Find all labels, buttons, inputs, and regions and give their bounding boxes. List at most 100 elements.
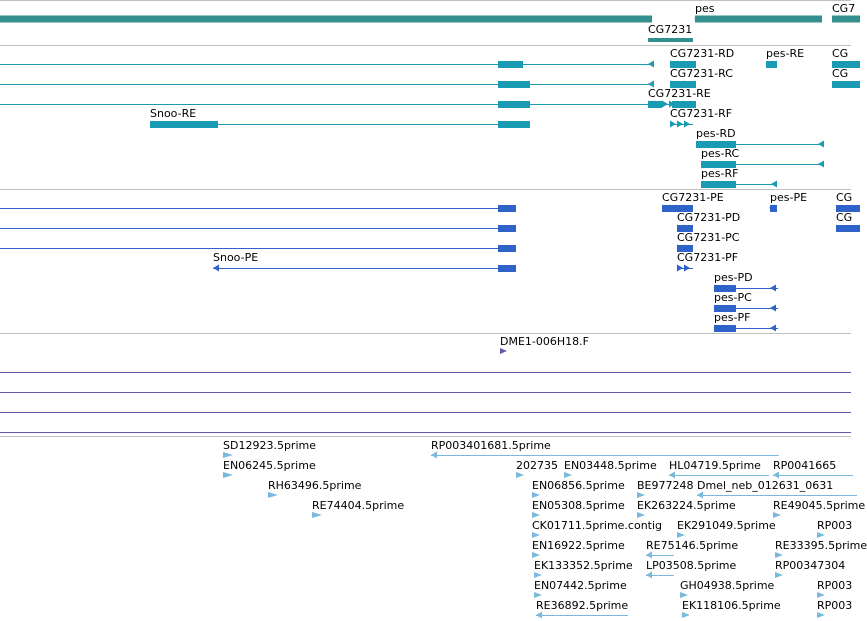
read-marker[interactable] [775, 552, 783, 558]
read-marker[interactable] [223, 472, 233, 478]
exon-block[interactable] [498, 121, 530, 128]
strand-arrow-icon [646, 551, 652, 559]
exon-block[interactable] [498, 81, 530, 88]
cds-label: CG [836, 211, 853, 224]
cds-label: Snoo-PE [213, 251, 259, 264]
cds-label: CG7231-PC [677, 231, 740, 244]
cds-label: pes-PD [714, 271, 753, 284]
read-label: BE977248 [637, 479, 694, 492]
read-marker[interactable] [223, 452, 233, 458]
strand-arrow-icon [669, 471, 675, 479]
read-marker[interactable] [516, 472, 524, 478]
cds-block[interactable] [836, 225, 860, 232]
exon-block[interactable] [670, 81, 696, 88]
strand-arrow-icon [676, 100, 682, 108]
cds-label: CG7231-PD [677, 211, 741, 224]
exon-block[interactable] [832, 61, 860, 68]
strand-arrow-icon [818, 140, 824, 148]
strand-arrow-icon [669, 100, 675, 108]
gene-bar[interactable] [695, 15, 822, 23]
read-label: SD12923.5prime [223, 439, 316, 452]
strand-arrow-icon [770, 284, 776, 292]
read-label: LP03508.5prime [646, 559, 737, 572]
strand-arrow-icon [818, 160, 824, 168]
read-marker[interactable] [677, 532, 685, 538]
cds-block[interactable] [498, 205, 516, 212]
strand-arrow-icon [684, 264, 690, 272]
exon-block[interactable] [670, 61, 696, 68]
strand-arrow-icon [770, 304, 776, 312]
read-marker[interactable] [817, 592, 825, 598]
gene-bar[interactable] [648, 38, 693, 42]
read-label: EN07442.5prime [534, 579, 627, 592]
exon-block[interactable] [498, 61, 523, 68]
read-marker[interactable] [637, 492, 645, 498]
strand-arrow-icon [771, 180, 777, 188]
read-marker[interactable] [682, 612, 690, 618]
cds-block[interactable] [498, 245, 516, 252]
strand-arrow-icon [670, 120, 676, 128]
exon-block[interactable] [701, 181, 736, 188]
cds-label: pes-PF [714, 311, 751, 324]
strand-arrow-icon [770, 324, 776, 332]
read-label: RE36892.5prime [536, 599, 629, 612]
strand-arrow-icon [648, 80, 654, 88]
exon-block[interactable] [766, 61, 777, 68]
strand-arrow-icon [684, 244, 690, 252]
read-marker[interactable] [817, 612, 825, 618]
read-marker[interactable] [532, 492, 540, 498]
strand-arrow-icon [677, 80, 683, 88]
read-label: RP003401681.5prime [431, 439, 551, 452]
read-marker[interactable] [773, 512, 781, 518]
strand-arrow-icon [694, 15, 700, 23]
cds-block[interactable] [714, 305, 736, 312]
read-marker[interactable] [637, 512, 645, 518]
cds-block[interactable] [498, 225, 516, 232]
gene-label: CG7231 [648, 23, 693, 36]
strand-arrow-icon [662, 204, 668, 212]
exon-block[interactable] [150, 121, 218, 128]
transcript-label: CG7231-RE [648, 87, 711, 100]
read-marker[interactable] [532, 512, 540, 518]
cds-label: CG [836, 191, 853, 204]
est-marker[interactable] [500, 348, 507, 354]
gene-bar[interactable] [832, 15, 860, 23]
read-marker[interactable] [817, 532, 825, 538]
strand-arrow-icon [648, 60, 654, 68]
read-marker[interactable] [268, 492, 278, 498]
gene-bar[interactable] [0, 15, 652, 23]
read-marker[interactable] [312, 512, 322, 518]
read-label: EN05308.5prime [532, 499, 625, 512]
exon-block[interactable] [696, 141, 736, 148]
cds-label: pes-PE [770, 191, 808, 204]
read-label: RE75146.5prime [646, 539, 739, 552]
exon-block[interactable] [832, 81, 860, 88]
strand-arrow-icon [648, 100, 654, 108]
cds-block[interactable] [714, 325, 736, 332]
exon-block[interactable] [701, 161, 736, 168]
read-label: EN06245.5prime [223, 459, 316, 472]
read-marker[interactable] [534, 572, 542, 578]
strand-arrow-icon [431, 451, 437, 459]
exon-block[interactable] [498, 101, 530, 108]
read-marker[interactable] [534, 592, 542, 598]
gene-label: pes [695, 2, 715, 15]
transcript-label: pes-RE [766, 47, 805, 60]
read-marker[interactable] [532, 532, 540, 538]
read-marker[interactable] [680, 592, 688, 598]
read-marker[interactable] [564, 472, 572, 478]
read-marker[interactable] [532, 552, 540, 558]
strand-arrow-icon [677, 60, 683, 68]
strand-arrow-icon [684, 224, 690, 232]
cds-block[interactable] [498, 265, 516, 272]
gene-label: CG7 [832, 2, 856, 15]
cds-label: CG7231-PE [662, 191, 724, 204]
cds-block[interactable] [714, 285, 736, 292]
strand-arrow-icon [670, 60, 676, 68]
read-label: EK133352.5prime [534, 559, 633, 572]
cds-block[interactable] [836, 205, 860, 212]
read-label: RE74404.5prime [312, 499, 405, 512]
read-marker[interactable] [775, 572, 783, 578]
